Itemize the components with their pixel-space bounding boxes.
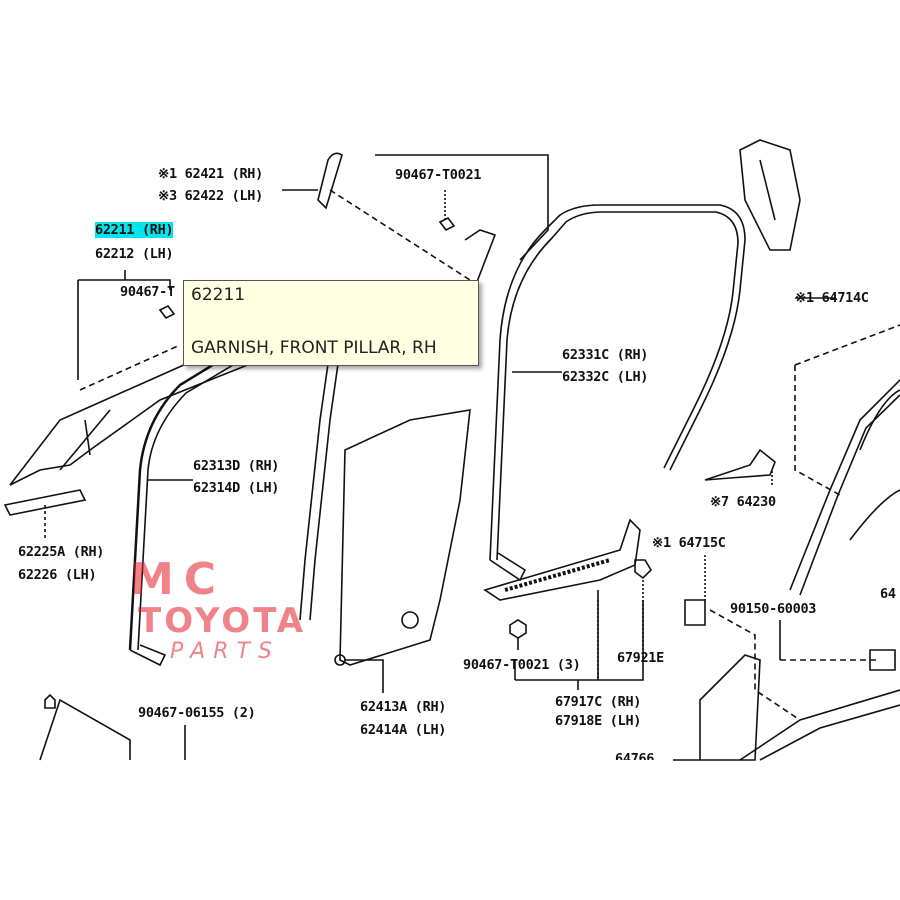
highlighted-part-number[interactable]: 62211 (RH) [95, 222, 174, 238]
label-62226[interactable]: 62226 (LH) [18, 567, 97, 583]
label-90467-06155[interactable]: 90467-06155 (2) [138, 705, 256, 721]
label-62314d[interactable]: 62314D (LH) [193, 480, 280, 496]
label-64714c[interactable]: ※1 64714C [795, 290, 869, 306]
label-64230[interactable]: ※7 64230 [710, 494, 776, 510]
label-62332c[interactable]: 62332C (LH) [562, 369, 649, 385]
label-62414a[interactable]: 62414A (LH) [360, 722, 447, 738]
label-62313d[interactable]: 62313D (RH) [193, 458, 280, 474]
label-62422[interactable]: ※3 62422 (LH) [158, 188, 263, 204]
watermark-toyota: TOYOTA [138, 601, 307, 641]
label-64-cut[interactable]: 64 [880, 586, 896, 602]
label-62225a[interactable]: 62225A (RH) [18, 544, 105, 560]
label-90150-60003[interactable]: 90150-60003 [730, 601, 817, 617]
label-62211[interactable]: 62211 (RH) [95, 222, 174, 238]
label-64715c[interactable]: ※1 64715C [652, 535, 726, 551]
label-90467-t0021-3[interactable]: 90467-T0021 (3) [463, 657, 581, 673]
label-90467-t0021[interactable]: 90467-T0021 [395, 167, 482, 183]
tooltip-part-number: 62211 [191, 285, 246, 305]
label-62331c[interactable]: 62331C (RH) [562, 347, 649, 363]
label-64766[interactable]: 64766 [615, 751, 655, 760]
label-62212[interactable]: 62212 (LH) [95, 246, 174, 262]
leader-lines [44, 154, 835, 761]
part-outlines [3, 139, 900, 761]
label-62413a[interactable]: 62413A (RH) [360, 699, 447, 715]
tooltip-description: GARNISH, FRONT PILLAR, RH [191, 338, 437, 358]
label-90467-partial[interactable]: 90467-T [120, 284, 175, 300]
assembly-lines [79, 189, 900, 721]
label-67917c[interactable]: 67917C (RH) [555, 694, 642, 710]
part-tooltip: 62211 GARNISH, FRONT PILLAR, RH [183, 280, 479, 366]
watermark-parts: PARTS [170, 639, 280, 664]
label-62421[interactable]: ※1 62421 (RH) [158, 166, 263, 182]
label-67921e[interactable]: 67921E [617, 650, 664, 666]
watermark-mc: MC [130, 554, 227, 605]
label-67918e[interactable]: 67918E (LH) [555, 713, 642, 729]
